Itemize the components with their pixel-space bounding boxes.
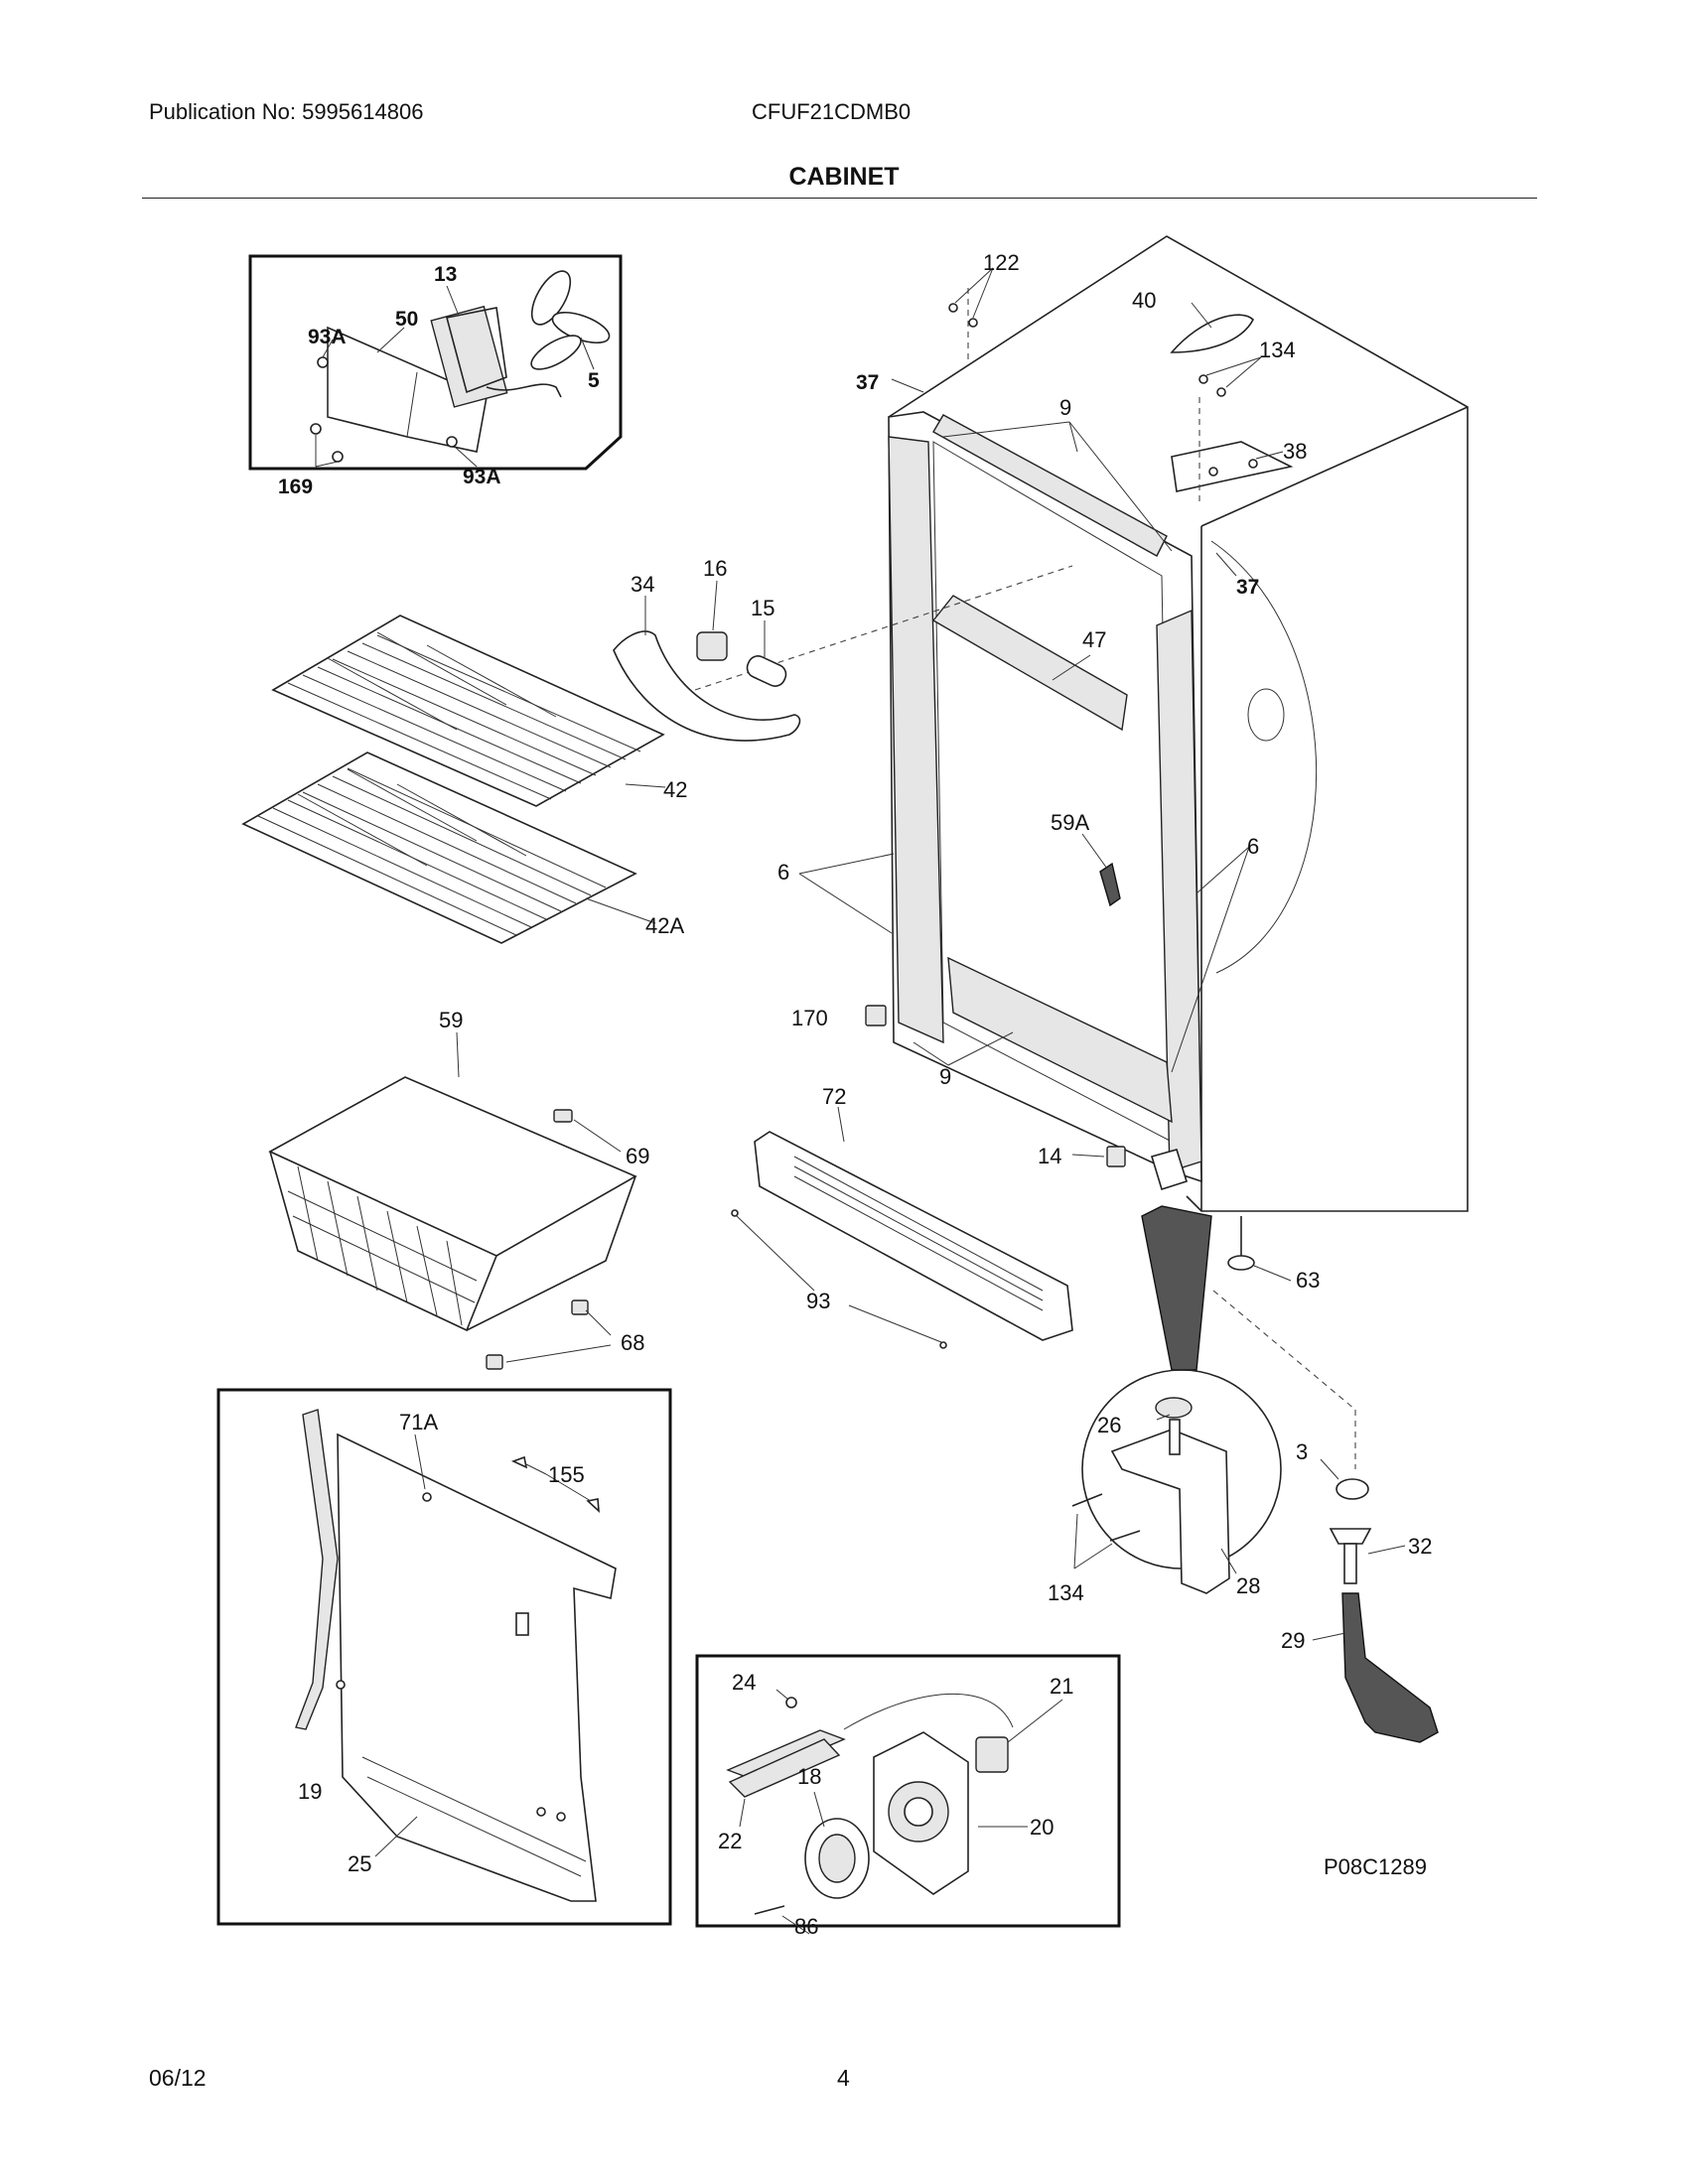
wire-shelves [241,614,666,944]
callout-38: 38 [1283,439,1307,464]
fan-motor-inset [248,254,623,471]
callout-169: 169 [278,476,313,498]
callout-68: 68 [621,1330,644,1355]
callout-50: 50 [395,308,418,331]
callout-18: 18 [797,1764,821,1789]
callout-134-bottom: 134 [1048,1580,1084,1605]
callout-5: 5 [588,369,600,392]
callout-26: 26 [1097,1413,1121,1437]
callout-9-top: 9 [1059,395,1071,420]
footer-date: 06/12 [149,2065,207,2091]
part-170-clip [865,1005,887,1026]
callout-134-top: 134 [1259,338,1296,362]
model-number: CFUF21CDMB0 [752,99,912,124]
callout-6-left: 6 [777,860,789,885]
callout-20: 20 [1030,1815,1054,1840]
callout-6-right: 6 [1247,834,1259,859]
callout-86: 86 [794,1914,818,1939]
evaporator-cover-inset [216,1388,672,1926]
callout-170: 170 [791,1006,828,1030]
callout-93a-top: 93A [308,326,347,348]
figure-id: P08C1289 [1324,1854,1427,1879]
callout-59a: 59A [1051,810,1089,835]
light-assembly [613,580,801,742]
callout-34: 34 [631,572,654,597]
callout-42a: 42A [645,913,684,938]
kickplate-grille [731,1106,1073,1349]
callout-29: 29 [1281,1628,1305,1653]
callout-59: 59 [439,1008,463,1032]
freezer-basket [268,1031,637,1370]
callout-9-bottom: 9 [939,1064,951,1089]
callout-47: 47 [1082,627,1106,652]
callout-93: 93 [806,1289,830,1313]
callout-14: 14 [1038,1144,1061,1168]
callout-40: 40 [1132,288,1156,313]
callout-72: 72 [822,1084,846,1109]
page-title: CABINET [788,163,900,191]
callout-63: 63 [1296,1268,1320,1293]
callout-25: 25 [348,1851,371,1876]
callout-22: 22 [718,1829,742,1853]
callout-28: 28 [1236,1573,1260,1598]
callout-155: 155 [548,1462,585,1487]
callout-69: 69 [626,1144,649,1168]
cabinet-body [694,235,1469,1469]
part-14-switch [1106,1146,1126,1167]
damper-control-inset [695,1654,1121,1935]
callout-3: 3 [1296,1439,1308,1464]
leveling-leg [1227,1216,1292,1282]
callout-37-right: 37 [1236,576,1259,599]
bottom-hinge-small [1150,1149,1189,1191]
callout-24: 24 [732,1670,756,1695]
publication-number: Publication No: 5995614806 [149,99,424,124]
hinge-detail-circle [1071,1369,1282,1594]
callout-71a: 71A [399,1410,438,1434]
callout-19: 19 [298,1779,322,1804]
callout-15: 15 [751,596,774,620]
callout-37-left: 37 [856,371,879,394]
hinge-pin-and-tool [1312,1458,1439,1743]
callout-122: 122 [983,250,1020,275]
callout-42: 42 [663,777,687,802]
hinge-detail-pointer [1141,1205,1212,1371]
page-number: 4 [837,2065,850,2091]
callout-16: 16 [703,556,727,581]
callout-93a-bottom: 93A [463,466,501,488]
callout-21: 21 [1050,1674,1073,1699]
callout-32: 32 [1408,1534,1432,1559]
header-divider [142,198,1537,199]
callout-13: 13 [434,263,457,286]
